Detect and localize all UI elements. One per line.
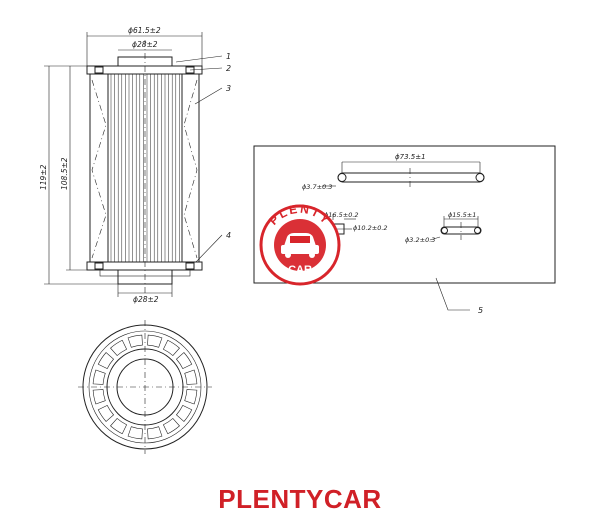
end-view-slot — [92, 369, 106, 385]
end-view-slot — [147, 334, 163, 348]
callout-1: 1 — [226, 52, 231, 61]
callout-2: 2 — [226, 64, 231, 73]
end-view-slot — [176, 404, 193, 422]
end-view-slot — [110, 339, 128, 356]
end-view-slot — [162, 339, 180, 356]
filter-side-view — [86, 40, 203, 300]
outer-diameter-label: ϕ61.5±2 — [128, 26, 161, 35]
pleat-lines — [110, 74, 180, 262]
filter-end-view — [78, 320, 212, 454]
end-view-slot — [176, 352, 193, 370]
end-view-slot — [97, 352, 114, 370]
callout-4: 4 — [226, 231, 231, 240]
end-view-slot — [184, 369, 198, 385]
end-view-slot — [92, 389, 106, 405]
car-icon — [281, 233, 319, 258]
end-view-slot — [97, 404, 114, 422]
end-view-slot — [162, 418, 180, 435]
end-view-slots — [92, 334, 198, 440]
callout-3: 3 — [226, 84, 231, 93]
end-view-slot — [127, 426, 143, 440]
inner-top-diameter-label: ϕ28±2 — [132, 40, 158, 49]
brand-label: PLENTYCAR — [218, 484, 382, 514]
small-ring-length-label: ϕ15.5±1 — [448, 211, 476, 219]
end-view-slot — [184, 389, 198, 405]
large-ring-cord-label: ϕ3.7±0.3 — [302, 183, 332, 191]
end-view-slot — [110, 418, 128, 435]
seal-detail-box: ϕ73.5±1 ϕ3.7±0.3 ϕ16.5±0.2 ϕ10.2±0.2 ϕ15… — [253, 145, 556, 315]
callouts: 1 2 3 4 — [175, 52, 231, 263]
lip-inner-label: ϕ10.2±0.2 — [353, 224, 388, 232]
plentycar-watermark-logo: PLENTY CAR — [259, 202, 341, 286]
lip-outer-label: ϕ16.5±0.2 — [324, 211, 359, 219]
small-ring-cord-label: ϕ3.2±0.3 — [405, 236, 435, 244]
dimension-lines: ϕ61.5±2 ϕ28±2 ϕ28±2 119±2 108.5±2 — [39, 26, 203, 304]
end-view-slot — [127, 334, 143, 348]
large-ring-length-label: ϕ73.5±1 — [395, 153, 426, 161]
total-height-label: 119±2 — [39, 164, 48, 190]
end-view-slot — [147, 426, 163, 440]
element-height-label: 108.5±2 — [60, 157, 69, 190]
watermark-bottom-text: CAR — [288, 264, 312, 276]
inner-bottom-diameter-label: ϕ28±2 — [133, 295, 159, 304]
callout-5: 5 — [478, 306, 483, 315]
